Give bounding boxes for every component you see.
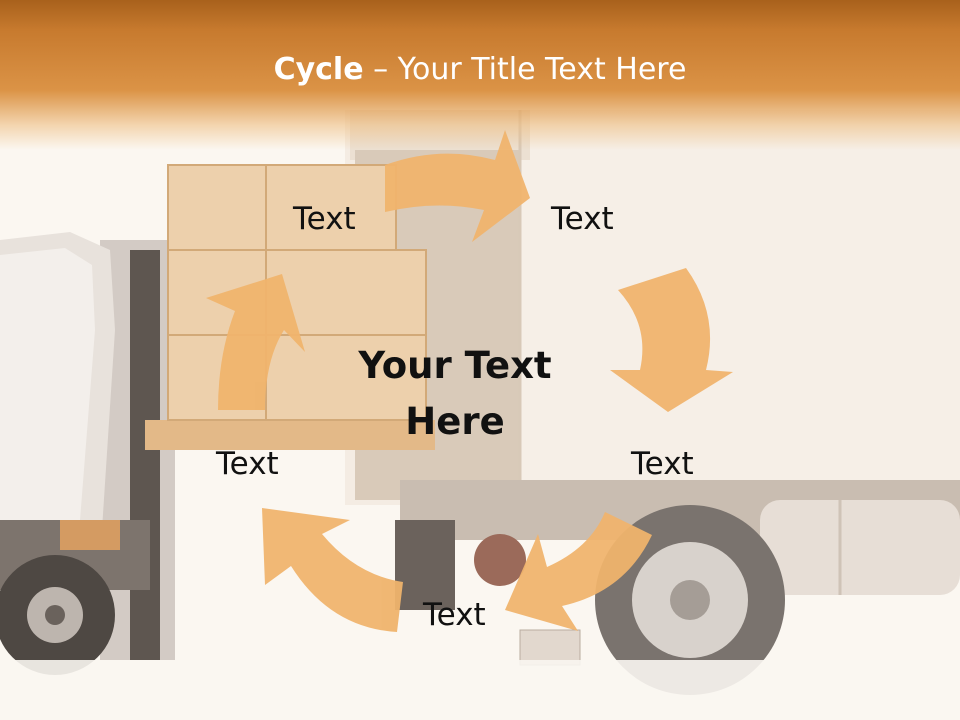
center-text-line-2: Here xyxy=(405,400,505,443)
cycle-label-3: Text xyxy=(631,446,694,482)
title-rest: – Your Title Text Here xyxy=(363,52,687,87)
cycle-label-2: Text xyxy=(551,201,614,237)
cycle-arrow-1 xyxy=(385,130,530,242)
title-bold: Cycle xyxy=(273,52,364,87)
cycle-arrow-2 xyxy=(610,268,733,412)
cycle-arrow-4 xyxy=(262,508,403,632)
cycle-label-1: Text xyxy=(293,201,356,237)
cycle-arrow-5 xyxy=(206,274,305,410)
cycle-label-5: Text xyxy=(216,446,279,482)
cycle-arrow-3 xyxy=(505,512,652,631)
slide-title: Cycle – Your Title Text Here xyxy=(0,52,960,87)
center-text: Your Text Here xyxy=(330,338,580,450)
center-text-line-1: Your Text xyxy=(358,344,552,387)
title-bar xyxy=(0,0,960,150)
cycle-label-4: Text xyxy=(423,597,486,633)
